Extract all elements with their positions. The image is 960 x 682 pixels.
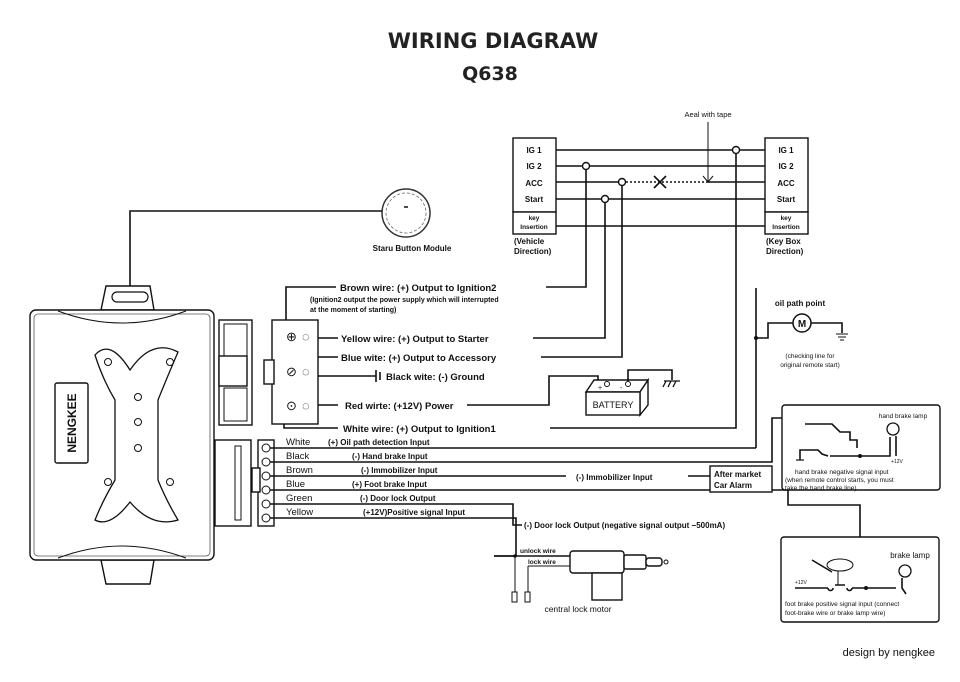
hand-brake-note-2: (when remote control starts, you must <box>785 477 894 484</box>
aux-function-door-lock: (-) Door lock Output <box>360 494 436 503</box>
aux-function-oil-path: (+) Oil path detection Input <box>328 438 430 447</box>
keybox-caption: (Key Box <box>766 237 801 246</box>
aux-function-foot-brake: (+) Foot brake Input <box>352 480 427 489</box>
ground-icon <box>836 333 848 341</box>
central-lock-motor: unlock wire lock wire central lock motor <box>494 548 669 614</box>
insertion-label: Insertion <box>520 224 547 231</box>
vehicle-ignition-box: IG 1 IG 2 ACC Start key Insertion (Vehic… <box>512 137 557 256</box>
oil-path-point: M oil path point (checking line for orig… <box>754 288 848 448</box>
hand-brake-lamp-label: hand brake lamp <box>879 413 928 420</box>
aux-color-brown: Brown <box>286 465 313 476</box>
start-button-label: Staru Button Module <box>373 244 452 253</box>
control-unit: NENGKEE <box>29 285 253 585</box>
oil-path-label: oil path point <box>775 299 826 308</box>
foot-brake-pedal-icon <box>811 559 833 573</box>
aux-function-immobilizer: (-) Immobilizer Input <box>361 466 438 475</box>
ground-icon <box>662 380 680 388</box>
insertion-label: Insertion <box>772 224 799 231</box>
start-button-module: Staru Button Module <box>373 188 452 253</box>
red-wire-label: Red wirte: (+12V) Power <box>345 401 454 412</box>
vehicle-caption: (Vehicle <box>514 237 545 246</box>
terminal-ig2: IG 2 <box>778 162 794 171</box>
aux-color-blue: Blue <box>286 479 305 490</box>
lock-wire-label: lock wire <box>528 559 556 566</box>
alarm-label-2: Car Alarm <box>714 481 752 490</box>
terminal-ig1: IG 1 <box>526 146 542 155</box>
main-harness-wires <box>283 154 737 429</box>
aftermarket-alarm-box: After market Car Alarm <box>709 465 773 493</box>
key-label: key <box>529 215 540 222</box>
hand-brake-lever-icon <box>805 423 858 448</box>
foot-brake-box: brake lamp +12V foot brake positive sign… <box>780 536 940 623</box>
key-label: key <box>781 215 792 222</box>
keybox-caption-2: Direction) <box>766 247 804 256</box>
aux-color-yellow: Yellow <box>286 507 313 518</box>
ignition-lines: Aeal with tape <box>556 110 765 227</box>
aux-function-positive-signal: (+12V)Positive signal Input <box>363 508 465 517</box>
terminal-acc: ACC <box>777 179 795 188</box>
hand-brake-box: hand brake lamp +12V hand brake negative… <box>781 404 941 492</box>
oil-path-note: (checking line for <box>785 353 835 360</box>
foot-brake-voltage: +12V <box>795 580 807 586</box>
aux-harness-connector <box>251 439 275 527</box>
yellow-wire-label: Yellow wire: (+) Output to Starter <box>341 334 489 345</box>
svg-text:⊙: ⊙ <box>286 398 297 413</box>
vehicle-caption-2: Direction) <box>514 247 552 256</box>
oil-path-note-2: original remote start) <box>780 362 840 369</box>
blue-wire-label: Blue wite: (+) Output to Accessory <box>341 353 497 364</box>
brake-lamp-icon <box>898 564 912 578</box>
model-number: Q638 <box>462 63 518 85</box>
brake-lamp-label: brake lamp <box>890 551 930 560</box>
start-button-wire <box>129 210 382 292</box>
mounting-plate-icon <box>94 347 179 523</box>
brown-wire-note: (Ignition2 output the power supply which… <box>310 297 499 304</box>
brown-wire-note-2: at the moment of starting) <box>310 307 396 314</box>
foot-brake-note-2: foot-brake wire or brake lamp wire) <box>785 610 885 617</box>
lock-motor-caption: central lock motor <box>544 604 611 614</box>
cut-mark-icon <box>653 175 667 189</box>
brown-wire-label: Brown wire: (+) Output to Ignition2 <box>340 283 496 294</box>
terminal-acc: ACC <box>525 179 543 188</box>
hand-brake-lamp-icon <box>886 422 900 436</box>
battery: + - BATTERY <box>584 369 680 417</box>
lock-motor-icon <box>569 550 625 574</box>
hand-brake-note-3: take the hand brake line) <box>785 485 857 492</box>
black-wire-label: Black wite: (-) Ground <box>386 372 485 383</box>
terminal-start: Start <box>777 195 796 204</box>
unlock-wire-label: unlock wire <box>520 548 556 555</box>
terminal-ig1: IG 1 <box>778 146 794 155</box>
aux-function-hand-brake: (-) Hand brake Input <box>352 452 428 461</box>
seal-note: Aeal with tape <box>684 110 731 119</box>
foot-brake-note: foot brake positive signal input (connec… <box>785 601 899 608</box>
door-lock-output-label: (-) Door lock Output (negative signal ou… <box>524 521 725 530</box>
aux-color-black: Black <box>286 451 309 462</box>
battery-negative: - <box>620 385 623 392</box>
diagram-title: WIRING DIAGRAW <box>388 29 598 53</box>
svg-text:◌: ◌ <box>302 398 310 413</box>
svg-text:⊕: ⊕ <box>286 329 297 344</box>
svg-text:◌: ◌ <box>302 364 310 379</box>
white-wire-label: White wire: (+) Output to Ignition1 <box>343 424 496 435</box>
hand-brake-voltage: +12V <box>891 459 903 465</box>
svg-text:⊘: ⊘ <box>286 364 297 379</box>
aux-color-green: Green <box>286 493 312 504</box>
start-button-icon <box>381 188 431 238</box>
hand-brake-note: hand brake negative signal input <box>795 469 889 476</box>
aux-color-white: White <box>286 437 310 448</box>
brand-label: NENGKEE <box>65 393 79 452</box>
aux-wire-labels: White (+) Oil path detection Input Black… <box>286 437 465 518</box>
credit-label: design by nengkee <box>843 647 935 659</box>
alarm-label: After market <box>714 470 761 479</box>
terminal-ig2: IG 2 <box>526 162 542 171</box>
terminal-start: Start <box>525 195 544 204</box>
key-box-ignition-box: IG 1 IG 2 ACC Start key Insertion (Key B… <box>764 137 809 256</box>
svg-text:◌: ◌ <box>302 329 310 344</box>
main-harness-connector: ⊕ ◌ ⊘ ◌ ⊙ ◌ <box>263 319 319 425</box>
motor-label: M <box>798 319 806 330</box>
battery-label: BATTERY <box>593 400 634 410</box>
battery-positive: + <box>598 385 602 392</box>
immobilizer-label: (-) Immobilizer Input <box>576 473 653 482</box>
